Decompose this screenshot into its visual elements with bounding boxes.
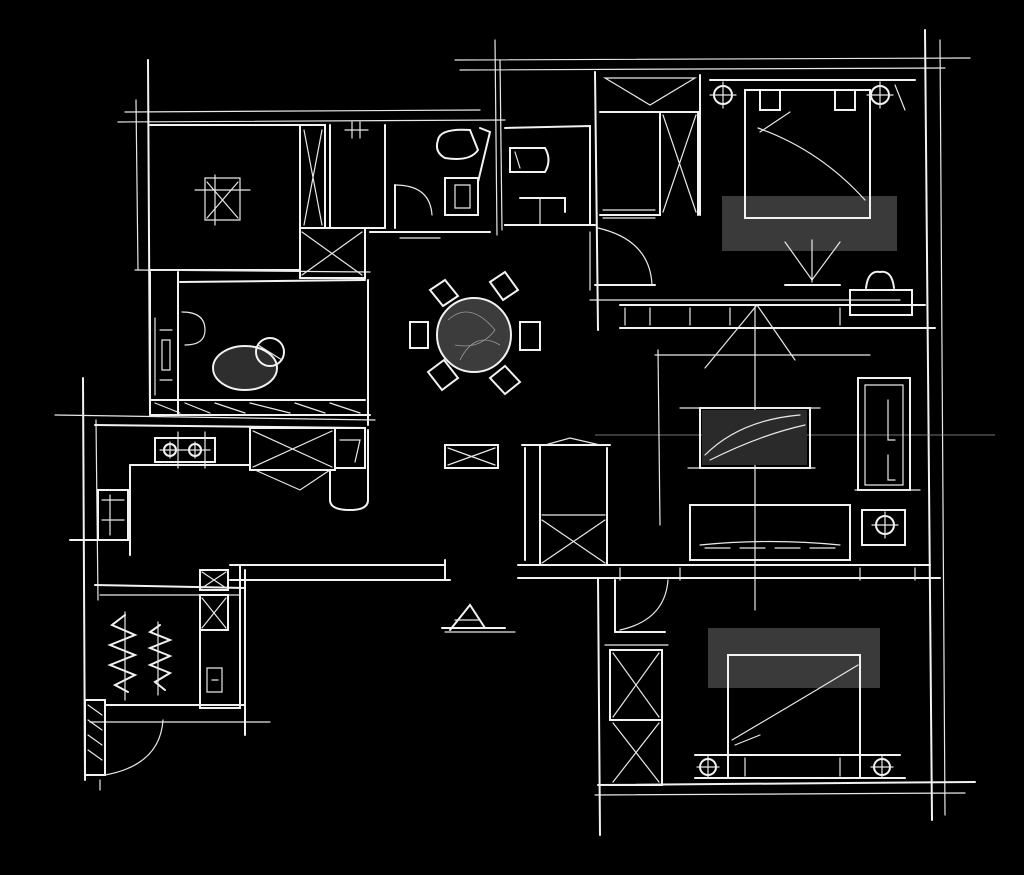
living-area (595, 304, 995, 611)
dining-table (409, 270, 541, 396)
master-bedroom (589, 71, 936, 331)
bathroom-top (329, 121, 596, 239)
entry-laundry (84, 564, 246, 791)
kitchen (54, 414, 376, 556)
top-left-room (134, 124, 371, 273)
central-partitions (229, 437, 611, 633)
wardrobe-top-left (299, 124, 366, 279)
bedroom-2 (597, 577, 906, 836)
study-area (149, 271, 371, 426)
